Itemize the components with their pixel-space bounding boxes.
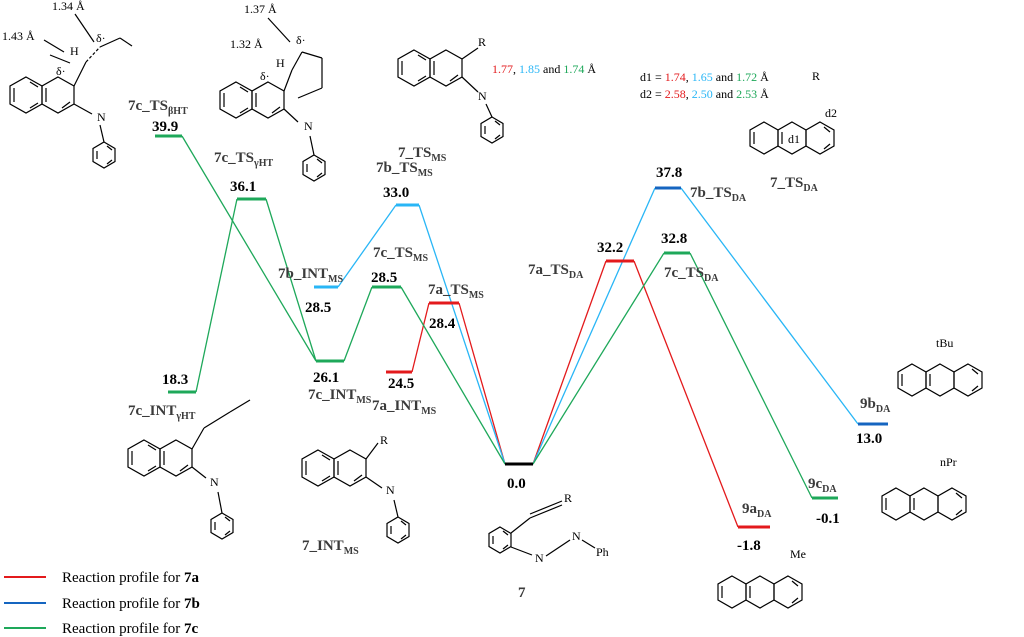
dist-beta-a: 1.43 Å	[2, 29, 35, 43]
label-7a-ts-da: 7a_TSDA	[528, 262, 584, 281]
n-label-7b: N	[572, 529, 581, 543]
path-7b-tail-segment	[680, 187, 859, 425]
ph-label-7: Ph	[596, 545, 609, 559]
value-7c-int-ms: 26.1	[313, 370, 339, 386]
structure-7-ts-da: d1 = 1.74, 1.65 and 1.72 Å d2 = 2.58, 2.…	[640, 69, 837, 155]
level-labels: 7c_TSβHT 39.9 7c_TSγHT 36.1 18.3 7c_INTγ…	[128, 98, 891, 554]
value-7c-ts-ms: 28.5	[371, 270, 397, 286]
path-7c-segment	[343, 286, 373, 362]
path-7c-segment	[689, 252, 813, 499]
structure-7c-ts-gamma: N H δ· δ· 1.37 Å 1.32 Å	[219, 2, 326, 182]
label-7a-int-ms: 7a_INTMS	[372, 398, 437, 417]
structure-7c-int-gamma: N	[127, 399, 251, 540]
value-9c: -0.1	[816, 511, 840, 527]
dist-gamma-b: 1.32 Å	[230, 37, 263, 51]
value-7: 0.0	[507, 476, 526, 492]
value-7c-ts-da: 32.8	[661, 231, 687, 247]
n-label-gamma: N	[304, 119, 313, 133]
label-7c-ts-gamma: 7c_TSγHT	[214, 150, 273, 169]
path-7c-segment	[532, 252, 665, 465]
structure-9a: Me	[717, 547, 806, 609]
n-label-int-ms: N	[386, 483, 395, 497]
ts-ms-distances: 1.77, 1.85 and 1.74 Å	[492, 62, 596, 76]
r-label-ts-ms: R	[478, 35, 486, 49]
value-7c-ts-gamma: 36.1	[230, 179, 256, 195]
label-7b-ts-ms: 7b_TSMS	[376, 160, 433, 179]
path-7c-gamma-segment	[265, 198, 317, 362]
h-label-beta: H	[70, 44, 79, 58]
structure-9c: nPr	[881, 455, 967, 521]
value-7c-ts-beta: 39.9	[152, 119, 178, 135]
r-label-int-ms: R	[380, 433, 388, 447]
ts-da-d1: d1 = 1.74, 1.65 and 1.72 Å	[640, 70, 769, 84]
n-label-beta: N	[97, 110, 106, 124]
label-7c-ts-da: 7c_TSDA	[664, 265, 719, 284]
structure-7c-ts-beta: N H δ· δ· 1.43 Å 1.34 Å	[2, 0, 133, 169]
path-7b-cyan-segment	[337, 204, 397, 288]
n-label-int-gamma: N	[210, 475, 219, 489]
delta-gamma-1: δ·	[260, 69, 270, 83]
delta-beta-1: δ·	[56, 64, 66, 78]
path-7c-gamma-segment	[195, 198, 238, 393]
label-9b: 9bDA	[860, 396, 891, 415]
h-label-gamma: H	[276, 56, 285, 70]
profile-connectors	[181, 135, 859, 528]
delta-beta-2: δ·	[96, 31, 106, 45]
label-7a-ts-ms: 7a_TSMS	[428, 282, 484, 301]
label-7b-int-ms: 7b_INTMS	[278, 266, 343, 285]
d2-label: d2	[825, 106, 837, 120]
label-9a: 9aDA	[742, 501, 772, 520]
legend: Reaction profile for 7a Reaction profile…	[4, 570, 200, 637]
value-9a: -1.8	[737, 538, 761, 554]
legend-item-7a: Reaction profile for 7a	[62, 570, 200, 586]
r-label-ts-da: R	[812, 69, 820, 83]
tbu-label: tBu	[936, 336, 953, 350]
delta-gamma-2: δ·	[296, 33, 306, 47]
label-7-int-ms: 7_INTMS	[302, 538, 359, 557]
value-7a-ts-ms: 28.4	[429, 316, 456, 332]
structure-7: R N N Ph	[488, 491, 609, 565]
dist-gamma-a: 1.37 Å	[244, 2, 277, 16]
legend-item-7b: Reaction profile for 7b	[62, 596, 200, 612]
n-label-7a: N	[535, 551, 544, 565]
path-7a-segment	[411, 302, 430, 373]
ts-da-d2: d2 = 2.58, 2.50 and 2.53 Å	[640, 87, 769, 101]
n-label-ts-ms: N	[478, 89, 487, 103]
value-7c-int-gamma: 18.3	[162, 372, 188, 388]
label-7-ts-da: 7_TSDA	[770, 175, 819, 194]
path-7a-segment	[532, 260, 607, 465]
label-7c-ts-ms: 7c_TSMS	[373, 245, 428, 264]
path-7c-segment	[400, 286, 506, 465]
value-7b-ts-da: 37.8	[656, 165, 682, 181]
label-7: 7	[518, 585, 526, 601]
structure-7-ts-ms: R N 1.77, 1.85 and 1.74 Å	[397, 35, 596, 144]
path-7b-cyan-segment	[532, 187, 656, 465]
d1-label: d1	[788, 132, 800, 146]
r-label-7: R	[564, 491, 572, 505]
label-9c: 9cDA	[808, 476, 837, 495]
value-7b-ts-ms: 33.0	[383, 185, 409, 201]
npr-label: nPr	[940, 455, 957, 469]
label-7c-int-gamma: 7c_INTγHT	[128, 403, 196, 422]
path-7c-segment	[181, 135, 317, 362]
label-7-ts-ms: 7_TSMS	[398, 145, 447, 164]
label-7c-ts-beta: 7c_TSβHT	[128, 98, 188, 117]
value-7a-ts-da: 32.2	[597, 240, 623, 256]
structure-7-int-ms: R N	[301, 433, 410, 544]
value-9b: 13.0	[856, 431, 882, 447]
path-7b-cyan-segment	[418, 204, 506, 465]
value-7b-int-ms: 28.5	[305, 300, 331, 316]
legend-item-7c: Reaction profile for 7c	[62, 621, 199, 637]
path-7a-segment	[458, 302, 506, 465]
me-label: Me	[790, 547, 806, 561]
label-7c-int-ms: 7c_INTMS	[308, 387, 372, 406]
path-7a-segment	[633, 260, 739, 528]
dist-beta-b: 1.34 Å	[52, 0, 85, 13]
label-7b-ts-da: 7b_TSDA	[690, 185, 747, 204]
structure-9b: tBu	[897, 336, 983, 397]
value-7a-int-ms: 24.5	[388, 376, 414, 392]
energy-level-bars	[155, 134, 888, 529]
